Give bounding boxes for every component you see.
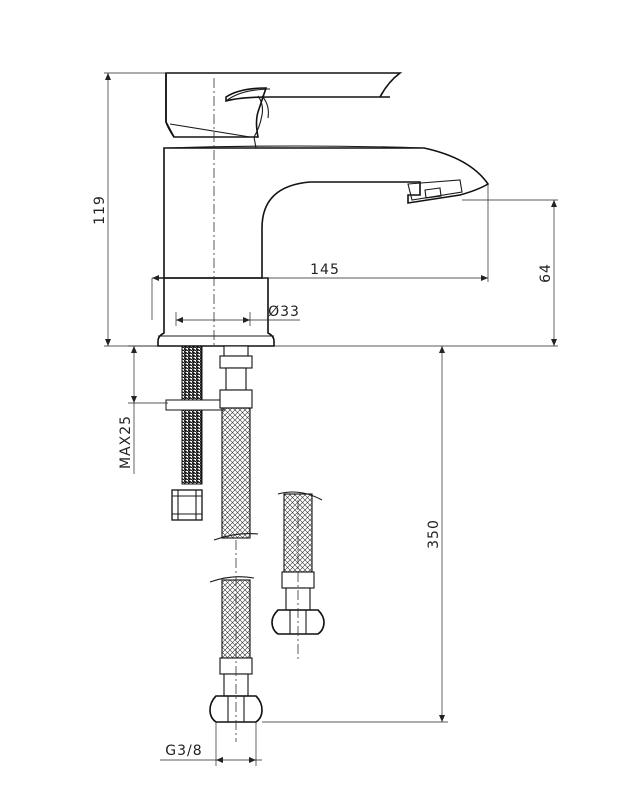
- dim-diameter-label: Ø33: [268, 304, 300, 320]
- dim-64-label: 64: [538, 263, 554, 283]
- dim-max25-label: MAX25: [118, 415, 134, 469]
- dim-overall-height: 119: [92, 72, 168, 347]
- mounting-rod: [165, 345, 225, 521]
- dim-reach: 145: [151, 184, 489, 320]
- secondary-hose: [271, 491, 325, 662]
- aerator: [407, 179, 463, 201]
- dim-thread: G3/8: [160, 722, 262, 766]
- dim-max-thickness: MAX25: [118, 345, 168, 474]
- dim-base-diameter: Ø33: [175, 304, 300, 326]
- body-outline: [163, 147, 490, 279]
- mounting-nut: [171, 489, 203, 521]
- dim-145-label: 145: [310, 262, 340, 278]
- dim-hose-length: 350: [262, 346, 448, 723]
- main-hose: [209, 345, 263, 723]
- dim-350-label: 350: [426, 519, 442, 549]
- dim-119-label: 119: [92, 195, 108, 225]
- secondary-hose-nut: [271, 609, 325, 635]
- lever-handle: [165, 72, 403, 138]
- dim-spout-height: 64: [274, 199, 558, 347]
- dim-thread-label: G3/8: [165, 743, 202, 759]
- faucet-body: [157, 72, 490, 347]
